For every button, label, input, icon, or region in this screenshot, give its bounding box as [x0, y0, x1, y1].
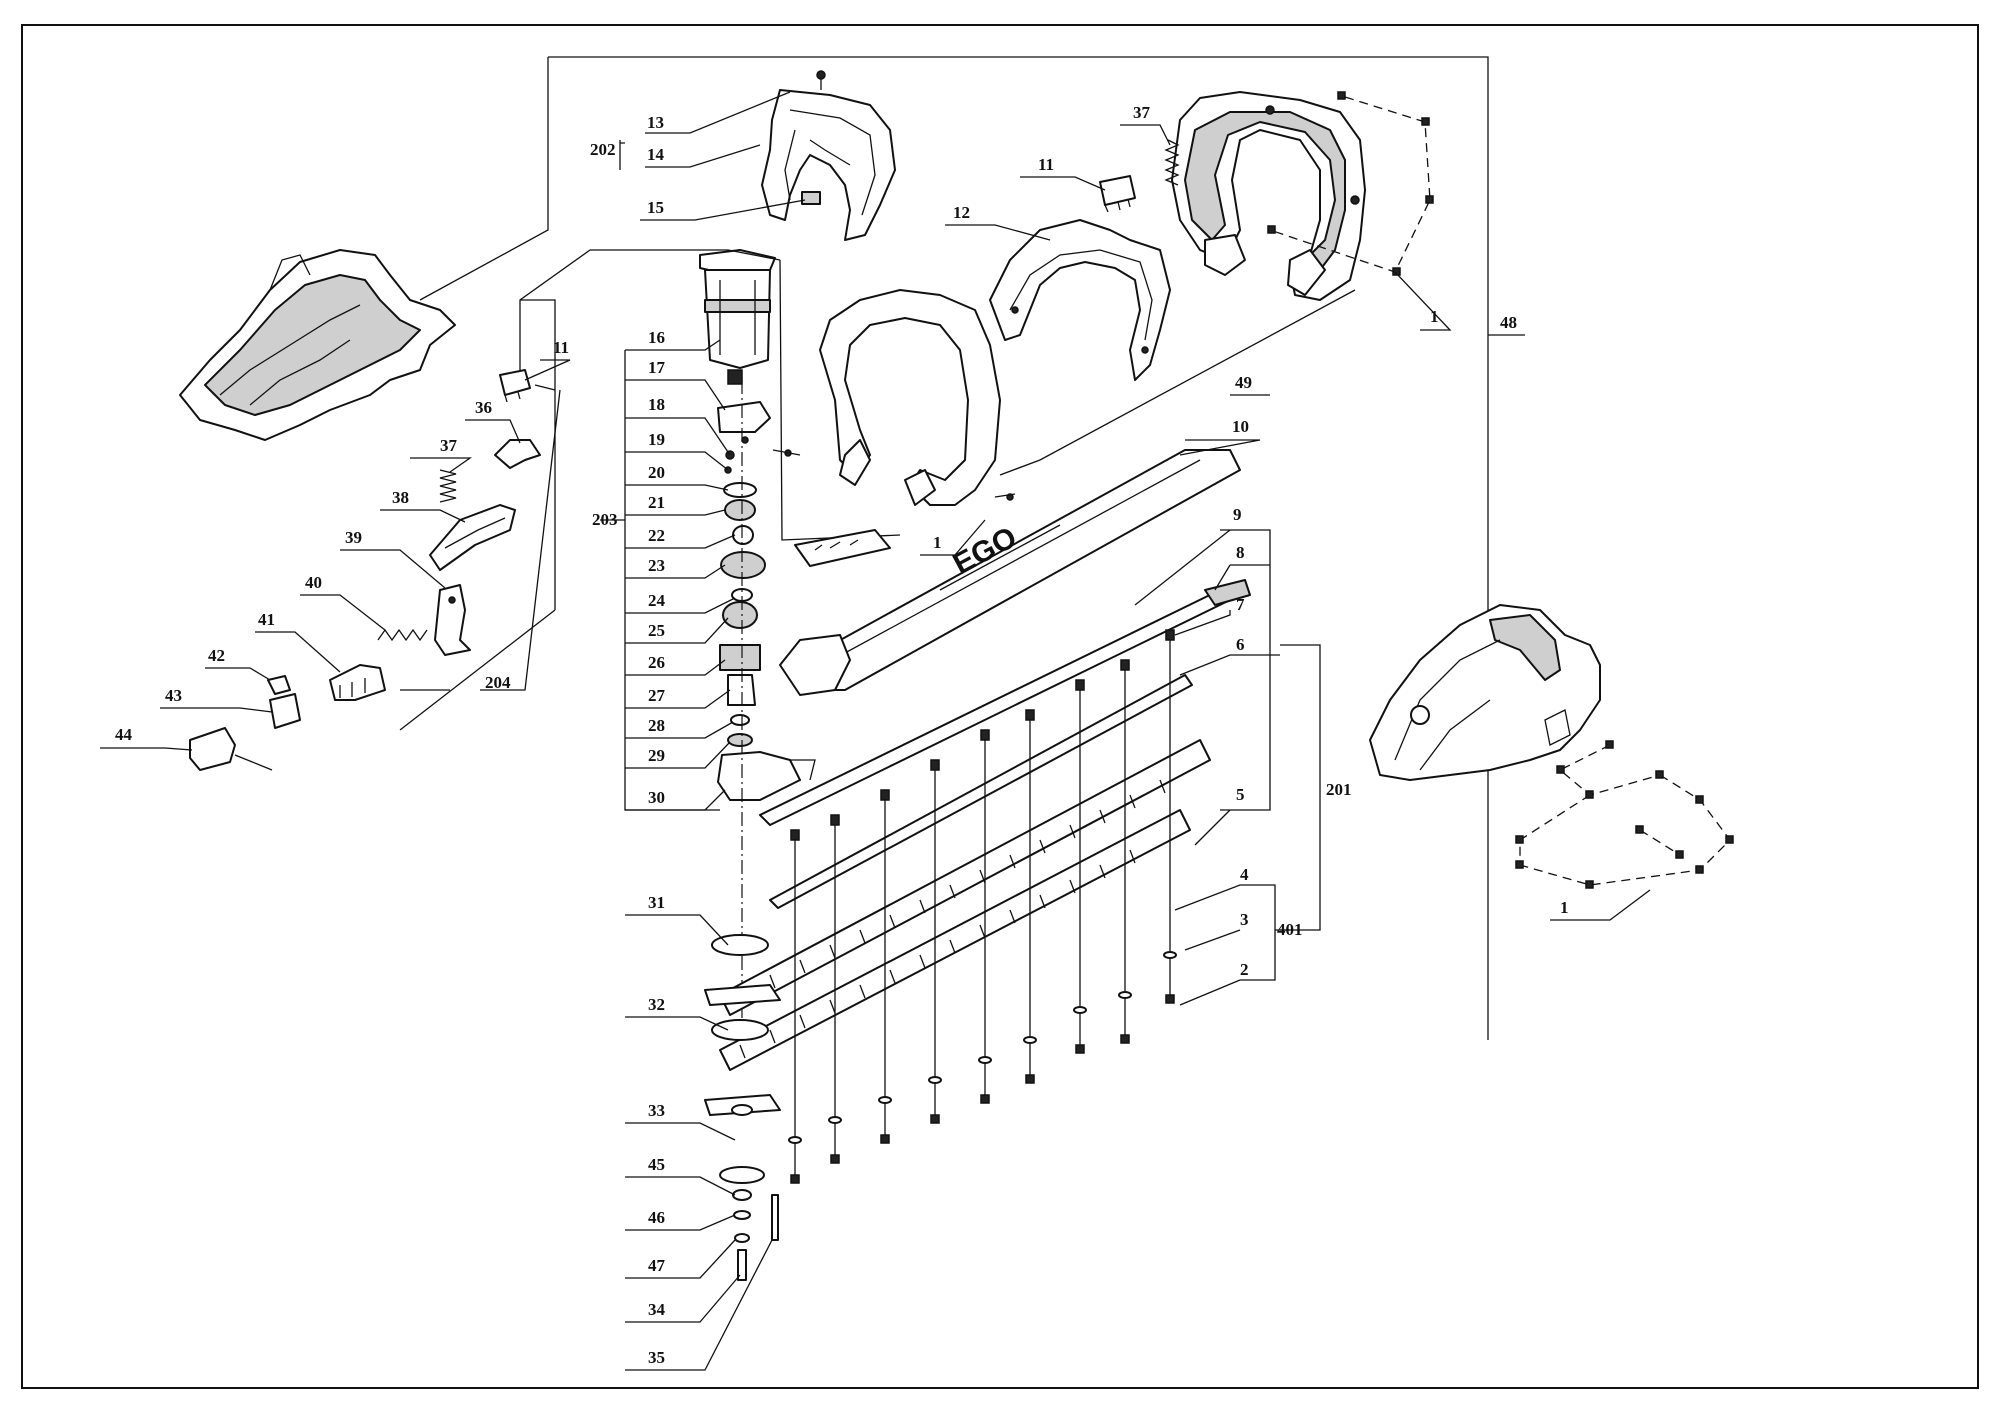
label-2: 2	[1240, 960, 1249, 979]
label-43: 43	[165, 686, 182, 705]
label-32: 32	[648, 995, 665, 1014]
spring-40	[377, 628, 428, 642]
gear-stack-18-30	[717, 450, 816, 801]
label-44: 44	[115, 725, 133, 744]
lever-36	[494, 439, 541, 469]
blade-bolts	[788, 629, 1177, 1184]
screw-pattern-top-right	[1267, 91, 1434, 276]
label-11-top: 11	[1038, 155, 1054, 174]
terminal-42	[267, 675, 291, 695]
label-5: 5	[1236, 785, 1245, 804]
sheet-border	[21, 24, 1979, 1389]
upper-cutting-blade-5	[719, 739, 1211, 1016]
controller-board	[794, 529, 891, 567]
label-42: 42	[208, 646, 225, 665]
label-45: 45	[648, 1155, 665, 1174]
lower-cutting-blade	[719, 809, 1191, 1071]
label-33: 33	[648, 1101, 665, 1120]
motor-16	[699, 249, 776, 385]
label-204: 204	[485, 673, 511, 692]
label-3: 3	[1240, 910, 1249, 929]
front-handle-12	[989, 219, 1171, 381]
screw-pattern-bottom-right	[1515, 740, 1734, 889]
label-16: 16	[648, 328, 665, 347]
label-202: 202	[590, 140, 616, 159]
label-12: 12	[953, 203, 970, 222]
label-35: 35	[648, 1348, 665, 1367]
label-47: 47	[648, 1256, 666, 1275]
label-49: 49	[1235, 373, 1252, 392]
label-4: 4	[1240, 865, 1249, 884]
label-20: 20	[648, 463, 665, 482]
label-48: 48	[1500, 313, 1517, 332]
label-7: 7	[1236, 595, 1245, 614]
spring-37-left	[439, 469, 457, 503]
label-37-top: 37	[1133, 103, 1151, 122]
trigger-lock-39	[434, 584, 471, 656]
label-1-right: 1	[1430, 307, 1439, 326]
label-15: 15	[647, 198, 664, 217]
label-25: 25	[648, 621, 665, 640]
label-41: 41	[258, 610, 275, 629]
label-30: 30	[648, 788, 665, 807]
top-guard-202	[761, 70, 896, 241]
blade-guide-6	[769, 674, 1193, 909]
label-17: 17	[648, 358, 666, 377]
label-13: 13	[647, 113, 664, 132]
label-36: 36	[475, 398, 492, 417]
microswitch-11-top	[1099, 175, 1136, 213]
label-6: 6	[1236, 635, 1245, 654]
label-37-left: 37	[440, 436, 458, 455]
microswitch-11-left	[499, 369, 531, 403]
blade-bar-9	[759, 579, 1251, 826]
trigger-38	[429, 504, 516, 571]
label-23: 23	[648, 556, 665, 575]
bottom-hardware-45-47	[719, 1104, 779, 1281]
label-10: 10	[1232, 417, 1249, 436]
label-27: 27	[648, 686, 666, 705]
label-1-bottom: 1	[1560, 898, 1569, 917]
battery-terminal-44	[189, 727, 273, 771]
label-11-left: 11	[553, 338, 569, 357]
label-203: 203	[592, 510, 618, 529]
terminal-block-43	[269, 693, 301, 729]
label-9: 9	[1233, 505, 1242, 524]
handle-housing-half	[1171, 91, 1366, 301]
label-29: 29	[648, 746, 665, 765]
label-201: 201	[1326, 780, 1352, 799]
label-8: 8	[1236, 543, 1245, 562]
label-14: 14	[647, 145, 665, 164]
label-39: 39	[345, 528, 362, 547]
label-46: 46	[648, 1208, 665, 1227]
label-40: 40	[305, 573, 322, 592]
label-19: 19	[648, 430, 665, 449]
assembly-204-bracket	[399, 299, 556, 731]
switch-block-41	[329, 664, 386, 701]
label-24: 24	[648, 591, 666, 610]
right-housing-half	[1369, 604, 1601, 781]
label-21: 21	[648, 493, 665, 512]
rear-housing-half	[179, 249, 456, 441]
label-31: 31	[648, 893, 665, 912]
loop-handle-49	[772, 289, 1016, 506]
blade-cover-10: EGO	[779, 449, 1241, 696]
label-38: 38	[392, 488, 409, 507]
label-18: 18	[648, 395, 665, 414]
label-34: 34	[648, 1300, 666, 1319]
blade-rings-31-32	[704, 934, 781, 1116]
label-22: 22	[648, 526, 665, 545]
label-28: 28	[648, 716, 665, 735]
gear-housing-17	[717, 401, 771, 444]
label-401: 401	[1277, 920, 1303, 939]
label-1-center: 1	[933, 533, 942, 552]
spring-37-top	[1164, 139, 1180, 186]
label-26: 26	[648, 653, 665, 672]
callouts: 13 14 202 15 11 37 12 1 48 49 10 1 9	[100, 91, 1651, 1371]
